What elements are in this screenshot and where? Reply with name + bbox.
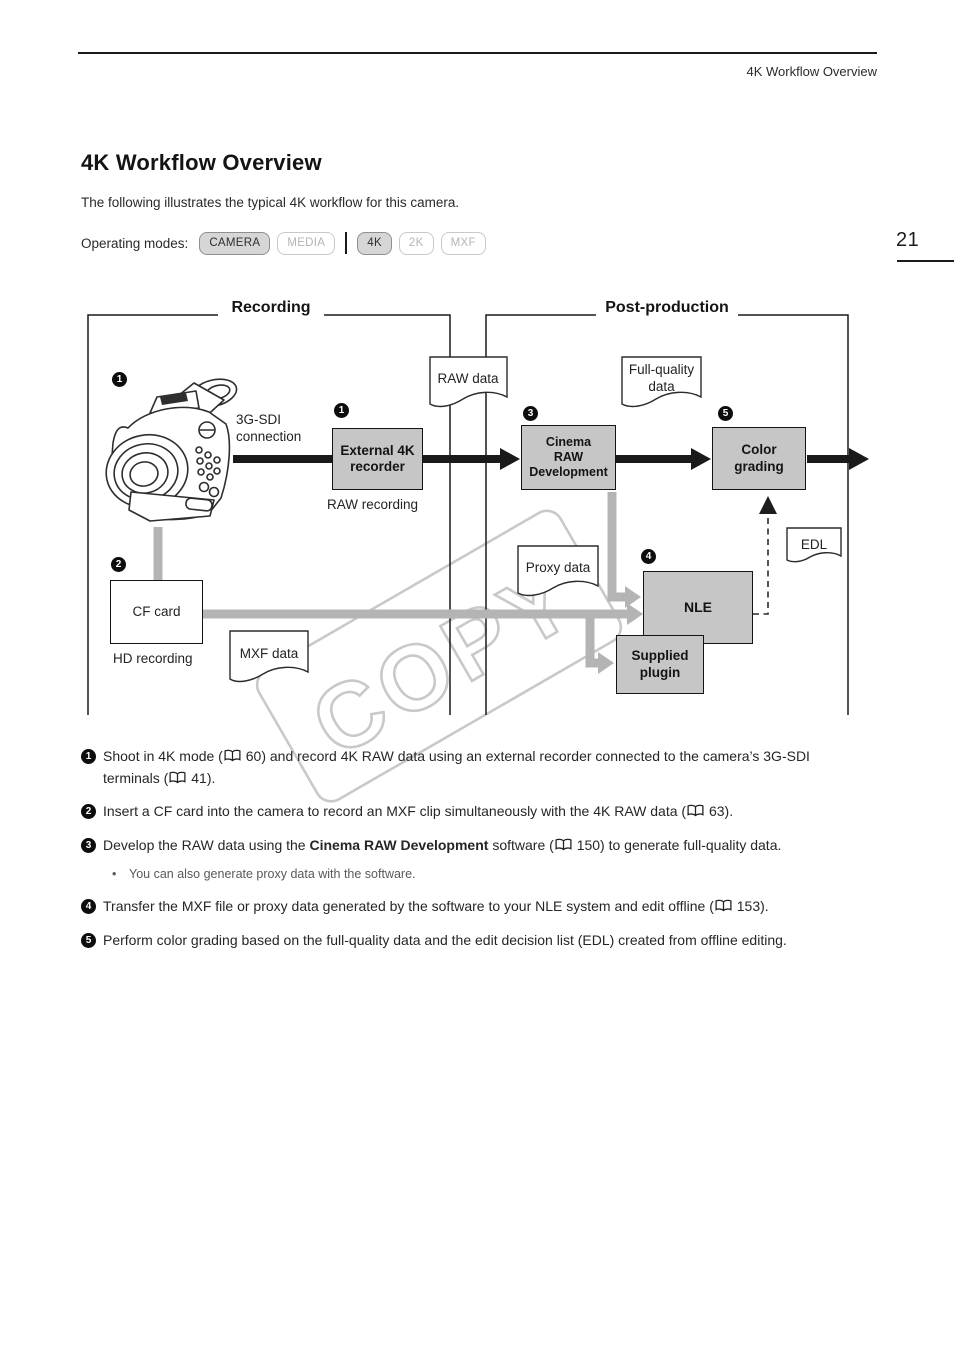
step-4: 4 Transfer the MXF file or proxy data ge… (81, 896, 859, 918)
book-reference-icon (715, 899, 732, 912)
supplied-plugin-box: Supplied plugin (616, 635, 704, 694)
book-reference-icon (687, 804, 704, 817)
step-5-text: Perform color grading based on the full-… (103, 931, 787, 948)
step-5: 5 Perform color grading based on the ful… (81, 930, 859, 952)
running-header: 4K Workflow Overview (746, 64, 877, 79)
svg-text:COPY: COPY (296, 546, 594, 777)
mode-badge-mxf: MXF (440, 231, 486, 255)
page-title: 4K Workflow Overview (81, 150, 322, 175)
step-3-note-text: You can also generate proxy data with th… (129, 866, 416, 881)
step-1-number: 1 (81, 749, 96, 764)
recording-section-title: Recording (231, 299, 311, 316)
step-5-number: 5 (81, 932, 96, 948)
step-3-text: software ( (488, 837, 554, 854)
bullet-icon: • (112, 866, 117, 881)
full-quality-doc-label: Full-quality data (628, 362, 695, 394)
software-name: Cinema RAW Development (309, 837, 489, 854)
mode-separator (345, 232, 348, 254)
mxf-data-doc-label: MXF data (239, 646, 299, 661)
raw-data-doc-label: RAW data (437, 371, 499, 386)
cf-card-box: CF card (110, 580, 203, 644)
operating-modes: Operating modes: CAMERA MEDIA 4K 2K MXF (81, 231, 486, 255)
page-ref: 153 (736, 898, 761, 915)
mode-badge-2k: 2K (398, 231, 434, 255)
book-reference-icon (224, 749, 241, 762)
step-4-text: Transfer the MXF file or proxy data gene… (103, 898, 714, 915)
badge-step1-recorder: 1 (334, 403, 349, 418)
edl-doc-label: EDL (800, 537, 828, 552)
book-reference-icon (169, 771, 186, 784)
book-reference-icon (555, 838, 572, 851)
page-ref: 63 (708, 803, 725, 820)
page-ref: 150 (576, 837, 601, 854)
badge-step3-development: 3 (523, 406, 538, 421)
step-2: 2 Insert a CF card into the camera to re… (81, 801, 859, 823)
operating-modes-label: Operating modes: (81, 235, 189, 251)
line-development-to-nle (607, 492, 627, 602)
postproduction-section-title: Post-production (605, 299, 729, 316)
badge-step1-camera: 1 (112, 372, 127, 387)
step-3-text: ) to generate full-quality data. (600, 837, 782, 854)
color-grading-box: Color grading (712, 427, 806, 490)
step-3-note: • You can also generate proxy data with … (103, 866, 859, 884)
step-3-text: Develop the RAW data using the (103, 837, 310, 854)
workflow-diagram: COPY (87, 314, 869, 803)
mode-badge-media: MEDIA (277, 231, 336, 255)
step-1-text: Shoot in 4K mode ( (103, 748, 223, 764)
step-1-text: ). (206, 769, 216, 786)
step-3-number: 3 (81, 838, 96, 854)
mode-badge-4k: 4K (357, 231, 392, 255)
badge-step4-nle: 4 (641, 549, 656, 564)
line-edl-feedback (753, 496, 777, 615)
step-4-number: 4 (81, 899, 96, 915)
page-number-rule (897, 260, 954, 262)
step-2-number: 2 (81, 804, 96, 820)
camera-icon (105, 378, 238, 522)
step-3: 3 Develop the RAW data using the Cinema … (81, 835, 859, 857)
header-rule (78, 52, 877, 54)
sdi-connection-label: 3G-SDI connection (236, 412, 302, 445)
page-ref: 60 (245, 748, 262, 764)
intro-text: The following illustrates the typical 4K… (81, 195, 460, 210)
step-2-text: ). (724, 803, 734, 820)
nle-box: NLE (643, 571, 753, 644)
step-2-text: Insert a CF card into the camera to reco… (103, 803, 687, 820)
line-cfcard-to-plugin (585, 614, 600, 668)
step-4-text: ). (760, 898, 769, 915)
workflow-steps: 1 Shoot in 4K mode ( 60) and record 4K R… (81, 746, 859, 964)
step-1: 1 Shoot in 4K mode ( 60) and record 4K R… (81, 746, 859, 789)
external-recorder-box: External 4K recorder (332, 428, 423, 490)
page-ref: 41 (191, 769, 207, 786)
badge-step2-cfcard: 2 (111, 557, 126, 572)
cinema-raw-development-box: Cinema RAW Development (521, 425, 616, 490)
mode-badge-camera: CAMERA (199, 231, 271, 255)
hd-recording-label: HD recording (113, 651, 193, 666)
badge-step5-grading: 5 (718, 406, 733, 421)
proxy-data-doc-label: Proxy data (525, 560, 591, 575)
raw-recording-label: RAW recording (327, 497, 419, 512)
page-number: 21 (896, 229, 920, 251)
